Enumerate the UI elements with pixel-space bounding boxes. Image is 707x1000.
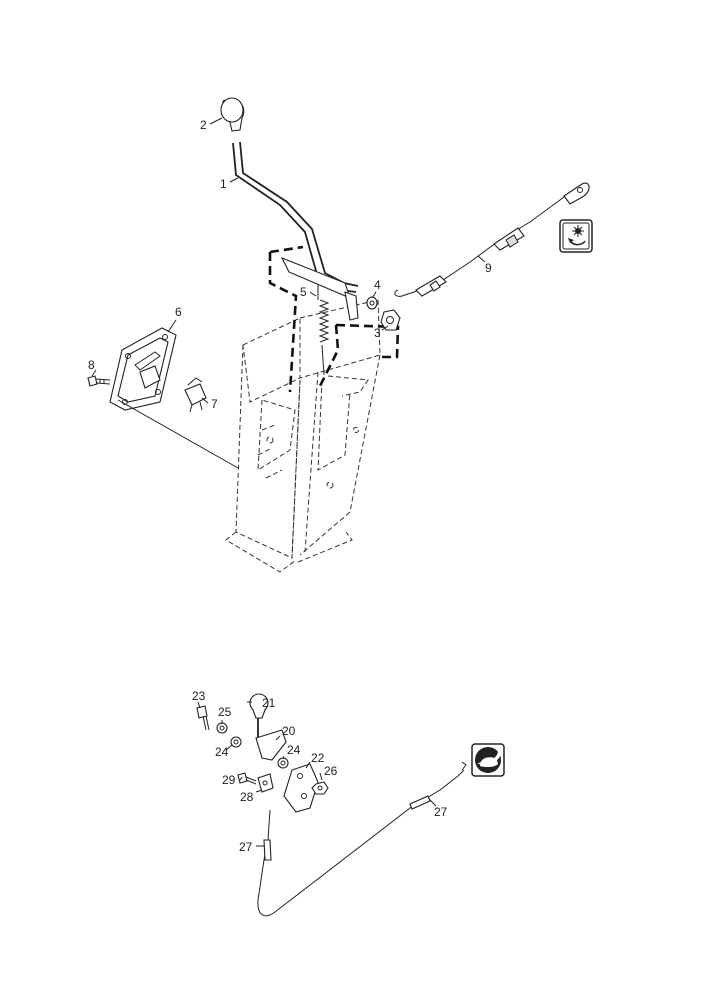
control-cable <box>394 182 590 297</box>
fast-speed-rabbit-icon <box>471 743 505 777</box>
callout-20: 20 <box>282 724 296 738</box>
mounting-bolt <box>87 375 111 387</box>
micro-switch <box>184 377 207 413</box>
callout-22: 22 <box>311 751 325 765</box>
callout-3: 3 <box>374 326 381 340</box>
mode-change-icon <box>559 219 593 253</box>
leader-lines-upper <box>91 117 486 404</box>
callout-2: 2 <box>200 118 207 132</box>
callout-9: 9 <box>485 261 492 275</box>
callout-7: 7 <box>211 397 218 411</box>
throttle-bracket <box>283 763 319 813</box>
assembly-line <box>117 399 239 469</box>
clamp-bolt <box>237 772 257 785</box>
mounting-bracket-outline <box>268 245 400 393</box>
tension-spring <box>317 285 330 376</box>
washer-right <box>277 757 289 769</box>
callout-4: 4 <box>374 278 381 292</box>
callout-28: 28 <box>240 790 254 804</box>
callout-27-left: 27 <box>239 840 253 854</box>
lever-knob <box>220 97 245 132</box>
nut <box>311 781 329 795</box>
cable-clamp <box>257 773 274 793</box>
callout-29: 29 <box>222 773 236 787</box>
washer <box>366 296 378 310</box>
callout-24-right: 24 <box>287 743 301 757</box>
callout-25: 25 <box>218 705 232 719</box>
callout-8: 8 <box>88 358 95 372</box>
throttle-knob <box>249 693 287 761</box>
callout-1: 1 <box>220 177 227 191</box>
leader-lines-lower <box>197 701 437 847</box>
washer-top <box>216 722 228 734</box>
callout-5: 5 <box>300 285 307 299</box>
callout-6: 6 <box>175 305 182 319</box>
shift-lever <box>232 141 359 321</box>
callout-27-right: 27 <box>434 805 448 819</box>
bolt <box>196 705 210 731</box>
callout-21: 21 <box>262 696 276 710</box>
callout-26: 26 <box>324 764 338 778</box>
shift-gate-plate <box>109 327 177 411</box>
callout-24-left: 24 <box>215 745 229 759</box>
throttle-cable <box>257 761 467 917</box>
callout-23: 23 <box>192 689 206 703</box>
lock-nut <box>380 309 401 331</box>
control-housing-phantom <box>225 299 381 573</box>
washer-left <box>230 736 242 748</box>
